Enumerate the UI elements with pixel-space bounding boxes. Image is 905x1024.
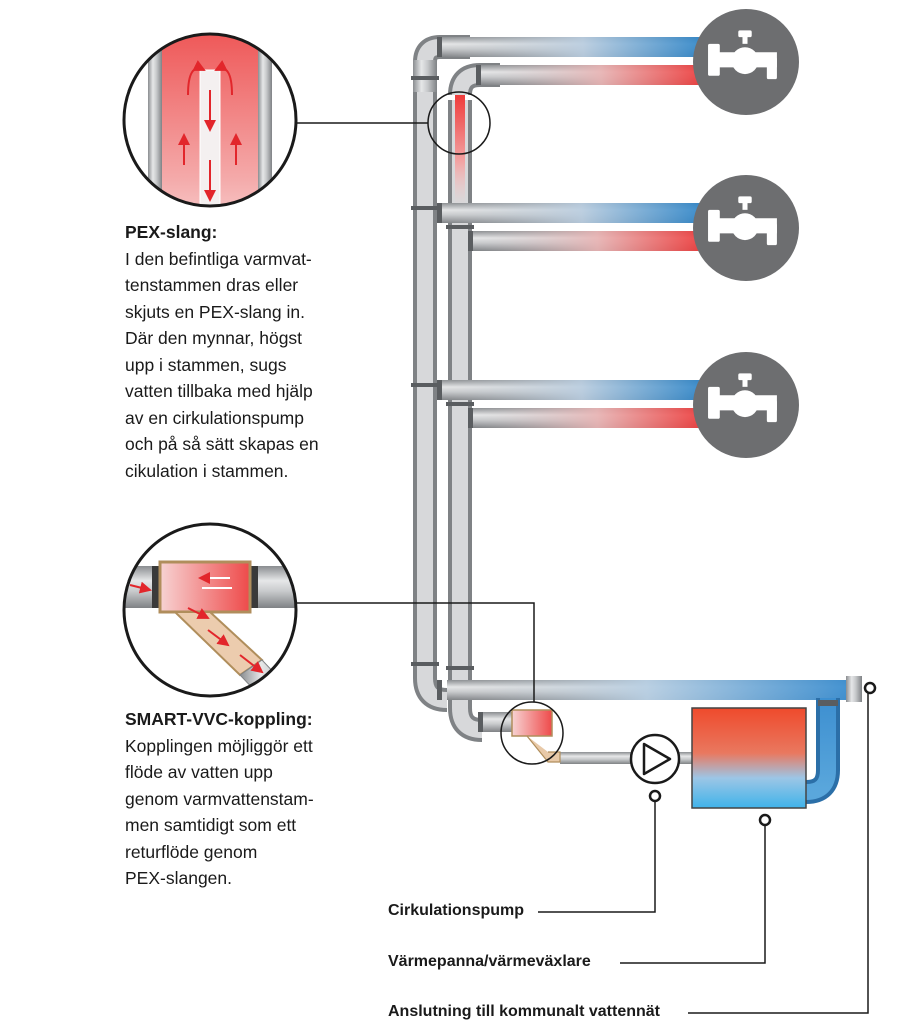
smart-caption: SMART-VVC-koppling: Kopplingen möjliggör… [125, 706, 370, 892]
pipe-fittings [411, 37, 483, 732]
boiler-icon [691, 707, 807, 809]
smart-text: Kopplingen möjliggör ett flöde av vatten… [125, 735, 314, 889]
connection-label: Anslutning till kommunalt vattennät [388, 1003, 661, 1020]
branch-pipes [437, 37, 847, 764]
pump-label: Cirkulationspump [388, 902, 525, 919]
leader-lines [296, 122, 869, 1014]
smart-coupling-zoom-detail [122, 522, 298, 698]
connection-fitting [846, 676, 862, 702]
connection-point-icon [648, 681, 877, 827]
pex-caption: PEX-slang: I den befintliga varmvat- ten… [125, 219, 370, 484]
cold-supply-pipe [805, 698, 840, 804]
riser-outer [413, 35, 470, 712]
pex-text: I den befintliga varmvat- tenstammen dra… [125, 248, 319, 481]
boiler-label: Värmepanna/värmeväxlare [388, 953, 591, 970]
faucet-icon [693, 352, 799, 458]
faucet-icon [693, 9, 799, 115]
smart-heading: SMART-VVC-koppling: [125, 709, 313, 729]
smart-coupling [500, 701, 564, 765]
pex-heading: PEX-slang: [125, 222, 218, 242]
pex-zoom-detail [122, 32, 298, 208]
circulation-pump-icon [629, 733, 681, 785]
pex-hose [455, 95, 465, 205]
faucet-icon [693, 175, 799, 281]
